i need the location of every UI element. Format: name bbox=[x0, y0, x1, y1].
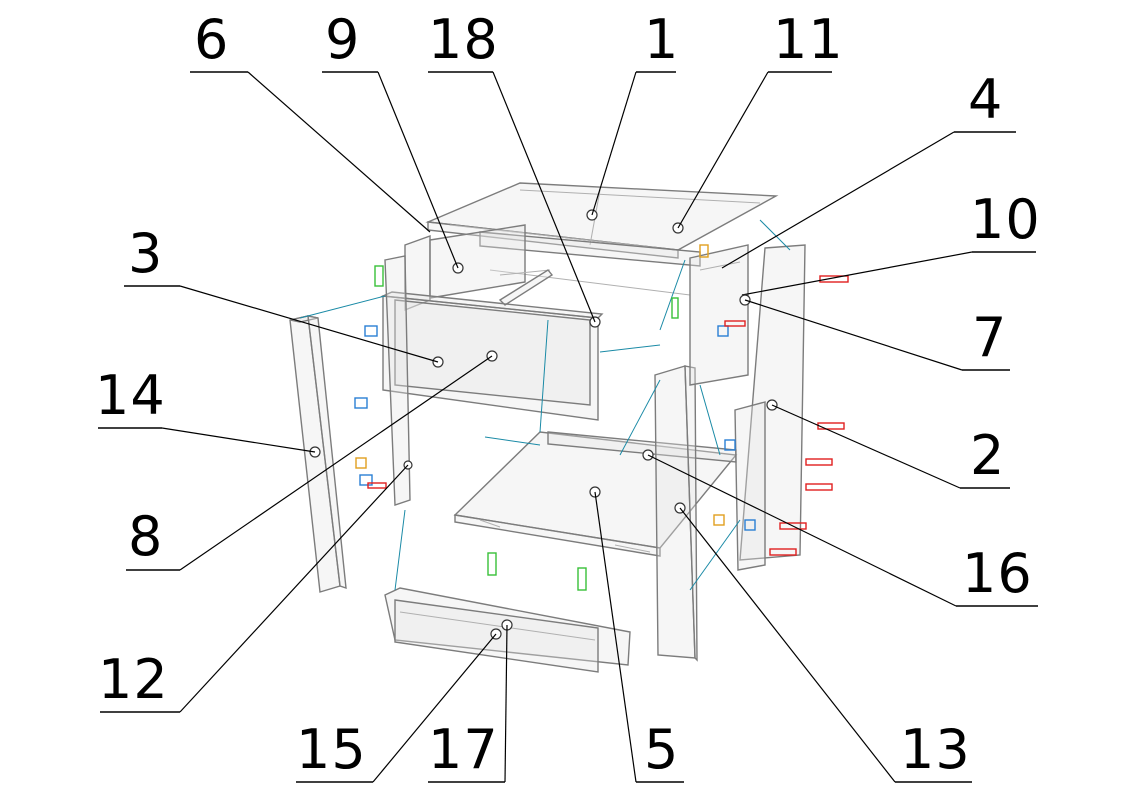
callout-18: 18 bbox=[428, 8, 601, 328]
callout-7: 7 bbox=[739, 294, 1010, 371]
callout-4: 4 bbox=[721, 68, 1016, 269]
callout-label-8: 8 bbox=[128, 505, 163, 568]
callout-label-2: 2 bbox=[970, 424, 1005, 487]
furniture-parts bbox=[289, 182, 849, 673]
right-upper-frame bbox=[689, 244, 749, 386]
blue-fastener bbox=[364, 325, 378, 337]
red-fastener bbox=[817, 422, 845, 430]
orange-fastener bbox=[699, 244, 709, 258]
left-rear-leg bbox=[384, 255, 411, 506]
top-panel bbox=[425, 182, 779, 259]
blue-fastener bbox=[359, 474, 373, 486]
callout-label-1: 1 bbox=[644, 8, 679, 71]
callout-label-13: 13 bbox=[900, 718, 971, 781]
callout-1: 1 bbox=[586, 8, 679, 221]
left-upper-frame bbox=[404, 224, 526, 312]
callout-label-14: 14 bbox=[95, 364, 166, 427]
red-fastener bbox=[724, 320, 746, 327]
callout-label-15: 15 bbox=[296, 718, 367, 781]
blue-fastener bbox=[717, 325, 729, 337]
orange-fastener bbox=[355, 457, 367, 469]
green-fastener bbox=[487, 552, 497, 576]
red-fastener bbox=[367, 482, 387, 489]
callout-2: 2 bbox=[766, 399, 1010, 489]
callout-8: 8 bbox=[126, 350, 498, 571]
callout-label-16: 16 bbox=[962, 542, 1033, 605]
callout-9: 9 bbox=[322, 8, 464, 274]
callout-label-7: 7 bbox=[972, 306, 1007, 369]
callout-label-10: 10 bbox=[970, 188, 1041, 251]
blue-fastener bbox=[724, 439, 736, 451]
blue-fastener bbox=[354, 397, 368, 409]
callout-6: 6 bbox=[190, 8, 431, 233]
callout-label-4: 4 bbox=[968, 68, 1003, 131]
callout-label-6: 6 bbox=[194, 8, 229, 71]
green-fastener bbox=[374, 265, 384, 287]
green-fastener bbox=[671, 297, 679, 319]
red-fastener bbox=[779, 522, 807, 530]
callout-label-18: 18 bbox=[428, 8, 499, 71]
red-fastener bbox=[769, 548, 797, 556]
callout-11: 11 bbox=[672, 8, 844, 234]
callout-17: 17 bbox=[428, 619, 513, 783]
fasteners bbox=[354, 244, 849, 591]
blue-fastener bbox=[744, 519, 756, 531]
green-fastener bbox=[577, 567, 587, 591]
callout-label-3: 3 bbox=[128, 222, 163, 285]
callout-13: 13 bbox=[674, 502, 972, 783]
callout-5: 5 bbox=[589, 486, 684, 783]
orange-fastener bbox=[713, 514, 725, 526]
callout-15: 15 bbox=[296, 628, 502, 783]
callout-12: 12 bbox=[98, 460, 413, 713]
callout-14: 14 bbox=[95, 364, 321, 458]
right-front-leg bbox=[654, 365, 698, 662]
callout-label-12: 12 bbox=[98, 648, 169, 711]
red-fastener bbox=[805, 458, 833, 466]
back-upper-rail bbox=[479, 231, 701, 296]
callout-10: 10 bbox=[741, 188, 1041, 296]
red-fastener bbox=[819, 275, 849, 283]
callout-16: 16 bbox=[642, 449, 1038, 607]
callout-label-11: 11 bbox=[773, 8, 844, 71]
callout-label-17: 17 bbox=[428, 718, 499, 781]
red-fastener bbox=[805, 483, 833, 491]
callout-label-5: 5 bbox=[644, 718, 679, 781]
callouts: 6 9 18 1 11 bbox=[95, 8, 1041, 783]
callout-3: 3 bbox=[124, 222, 444, 368]
callout-label-9: 9 bbox=[325, 8, 360, 71]
assembly-lines bbox=[299, 219, 791, 591]
